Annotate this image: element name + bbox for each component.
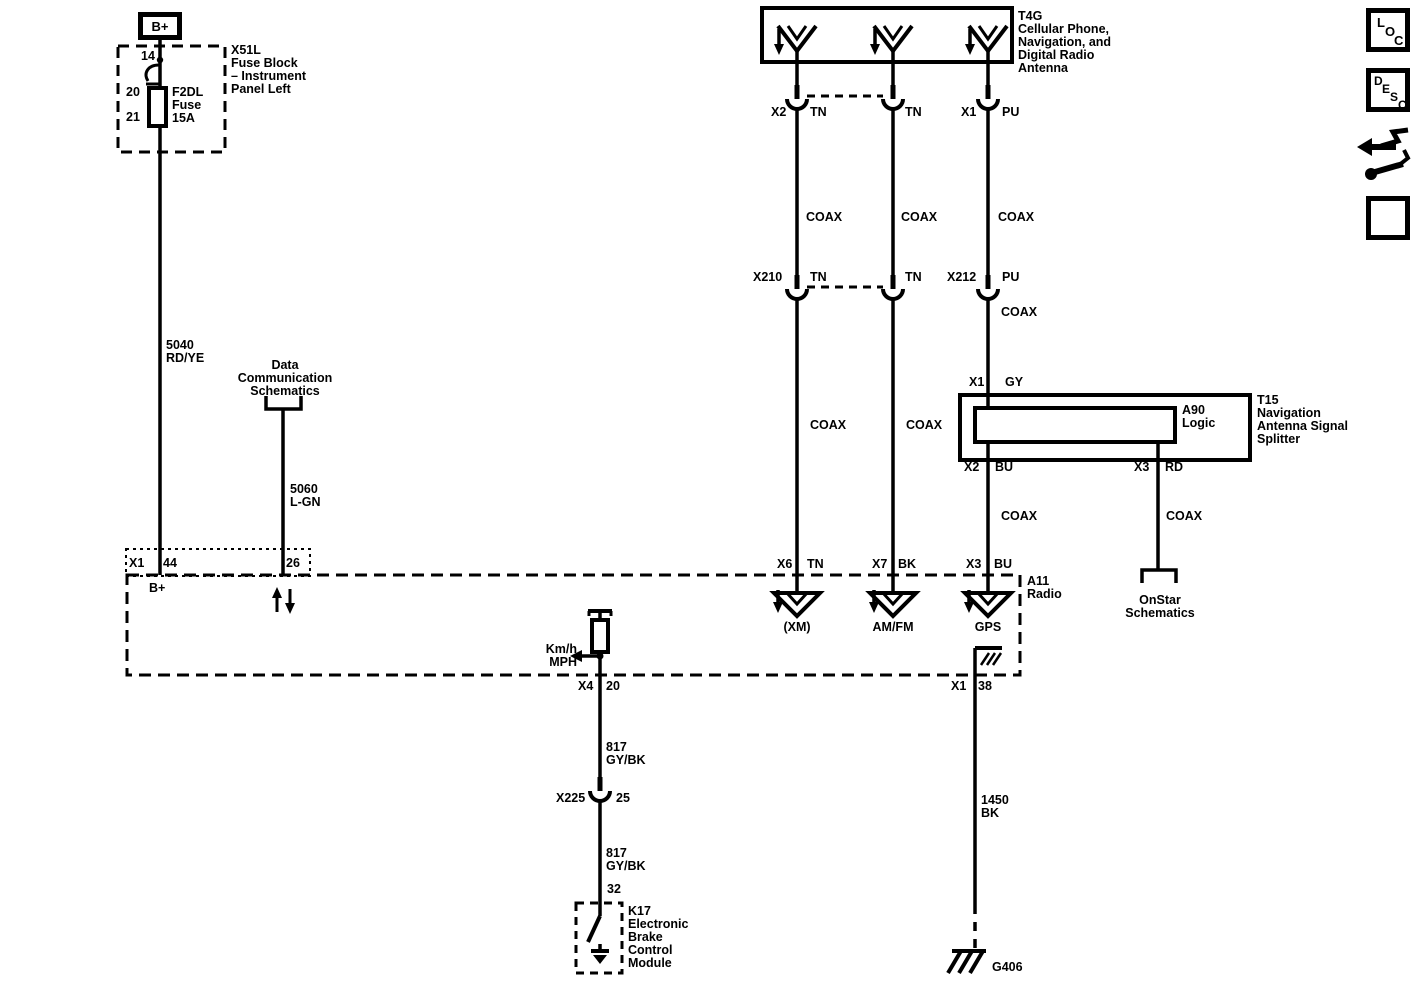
loc-button[interactable]: L O C — [1366, 8, 1410, 52]
antenna-connector-x1: X1 — [961, 105, 977, 119]
battery-feed-terminal: B+ — [138, 12, 182, 40]
radio-wire-bk: BK — [898, 557, 917, 571]
splitter-connector-x2: X2 — [964, 460, 980, 474]
fuse-pin-21: 21 — [126, 110, 140, 124]
inline-wire-tn-left: TN — [810, 270, 827, 284]
radio-bplus-label: B+ — [149, 581, 166, 595]
radio-connector-x7: X7 — [872, 557, 888, 571]
coax-label: COAX — [998, 210, 1035, 224]
radio-connector-x3: X3 — [966, 557, 982, 571]
radio-connector-x1-bottom: X1 — [951, 679, 967, 693]
splitter-wire-gy: GY — [1005, 375, 1024, 389]
inline-connector-x210: X210 — [753, 270, 783, 284]
inline-wire-pu: PU — [1002, 270, 1020, 284]
inline-connector-x212: X212 — [947, 270, 977, 284]
wire-817-upper-label: 817 GY/BK — [606, 740, 646, 767]
desc-letter: C — [1398, 98, 1407, 112]
splitter-connector-x1: X1 — [969, 375, 985, 389]
wire-5040-label: 5040 RD/YE — [166, 338, 205, 365]
ground-g406-label: G406 — [992, 960, 1023, 974]
radio-connector-x6: X6 — [777, 557, 793, 571]
loc-letter: L — [1377, 15, 1385, 30]
desc-letter: S — [1390, 90, 1399, 104]
schematic-links-icon[interactable] — [1357, 127, 1411, 180]
coax-column-lines — [785, 85, 1000, 575]
desc-letter: E — [1382, 82, 1391, 96]
radio-amfm-label: AM/FM — [872, 620, 914, 634]
coax-label: COAX — [806, 210, 843, 224]
desc-letter: D — [1374, 74, 1383, 88]
speed-signal-label: Km/h MPH — [545, 642, 577, 669]
splitter-wire-rd: RD — [1165, 460, 1184, 474]
radio-pin-38: 38 — [978, 679, 992, 693]
t4g-module-id: T4G Cellular Phone, Navigation, and Digi… — [1018, 9, 1112, 75]
onstar-reference[interactable]: OnStar Schematics — [1125, 593, 1195, 620]
coax-label: COAX — [901, 210, 938, 224]
radio-pin-44: 44 — [163, 556, 177, 570]
radio-xm-label: (XM) — [783, 620, 811, 634]
fuse-label: F2DL Fuse 15A — [172, 85, 204, 125]
radio-power-connector-x1: X1 — [129, 556, 145, 570]
x225-pin-25: 25 — [616, 791, 630, 805]
wire-1450-label: 1450 BK — [981, 793, 1009, 820]
radio-gps-label: GPS — [974, 620, 1002, 634]
antenna-wire-tn-mid: TN — [905, 105, 922, 119]
coax-label: COAX — [810, 418, 847, 432]
ebcm-id: K17 Electronic Brake Control Module — [628, 904, 689, 970]
desc-button[interactable]: D E S C — [1366, 68, 1410, 112]
antenna-wire-pu: PU — [1002, 105, 1020, 119]
ground-branch-lines — [946, 905, 986, 975]
ebcm-pin-32: 32 — [607, 882, 621, 896]
splitter-wire-bu: BU — [995, 460, 1014, 474]
fuse-pin-14: 14 — [141, 49, 155, 63]
loc-letter: C — [1394, 33, 1404, 48]
radio-id: A11 Radio — [1027, 574, 1062, 601]
radio-pin-20: 20 — [606, 679, 620, 693]
radio-internal-lines — [570, 575, 1016, 905]
coax-label: COAX — [906, 418, 943, 432]
next-page-button[interactable] — [1366, 196, 1410, 240]
radio-connector-x4: X4 — [578, 679, 594, 693]
data-comm-reference[interactable]: Data Communication Schematics — [237, 358, 333, 398]
coax-label: COAX — [1166, 509, 1203, 523]
fuse-pin-20: 20 — [126, 85, 140, 99]
coax-label: COAX — [1001, 509, 1038, 523]
radio-box-outline — [125, 548, 1022, 677]
inline-wire-tn-mid: TN — [905, 270, 922, 284]
antenna-wire-tn-left: TN — [810, 105, 827, 119]
loc-letter: O — [1385, 24, 1396, 39]
splitter-connector-x3: X3 — [1134, 460, 1150, 474]
coax-label: COAX — [1001, 305, 1038, 319]
splitter-logic-label: A90 Logic — [1182, 403, 1216, 430]
antenna-connector-x2: X2 — [771, 105, 787, 119]
t4g-antenna-module-lines — [760, 6, 1014, 86]
radio-wire-bu: BU — [994, 557, 1013, 571]
fuse-block-id: X51L Fuse Block – Instrument Panel Left — [231, 43, 307, 96]
splitter-id: T15 Navigation Antenna Signal Splitter — [1257, 393, 1348, 446]
wire-817-lower-label: 817 GY/BK — [606, 846, 646, 873]
splitter-lines — [958, 393, 1252, 583]
inline-connector-x225: X225 — [556, 791, 586, 805]
radio-pin-26: 26 — [286, 556, 300, 570]
wire-5060-label: 5060 L-GN — [290, 482, 321, 509]
radio-wire-tn: TN — [807, 557, 824, 571]
power-circuit-lines — [116, 40, 227, 575]
data-comm-branch-lines — [264, 396, 303, 614]
ebcm-branch-lines — [574, 675, 624, 975]
